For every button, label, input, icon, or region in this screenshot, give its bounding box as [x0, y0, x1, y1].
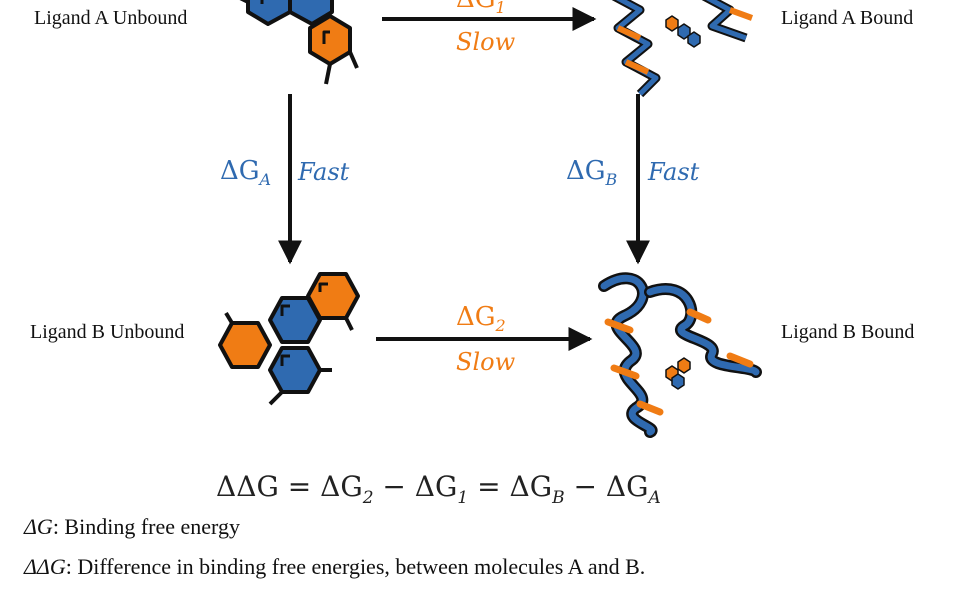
top-rate-label: Slow: [456, 28, 516, 56]
left-rate-label: Fast: [298, 158, 350, 186]
protein-b-bound: [598, 272, 762, 438]
ligand-a-molecule: [239, 0, 359, 85]
label-ligand-b-unbound: Ligand B Unbound: [30, 321, 185, 343]
definition-ddg: ΔΔG: Difference in binding free energies…: [24, 554, 646, 579]
label-ligand-b-bound: Ligand B Bound: [781, 321, 915, 343]
ddg-equation: ΔΔG = ΔG2 − ΔG1 = ΔGB − ΔGA: [216, 470, 661, 508]
label-ligand-a-unbound: Ligand A Unbound: [34, 7, 188, 29]
ligand-b-molecule: [218, 272, 360, 406]
protein-a-bound: [611, 0, 754, 98]
right-rate-label: Fast: [648, 158, 700, 186]
dga-label: ΔGA: [220, 156, 272, 189]
label-ligand-a-bound: Ligand A Bound: [781, 7, 914, 29]
definition-dg: ΔG: Binding free energy: [24, 514, 240, 539]
dgb-label: ΔGB: [566, 156, 618, 189]
bottom-rate-label: Slow: [456, 348, 516, 376]
dg2-label: ΔG2: [456, 302, 506, 335]
dg1-label: ΔG1: [456, 0, 506, 17]
